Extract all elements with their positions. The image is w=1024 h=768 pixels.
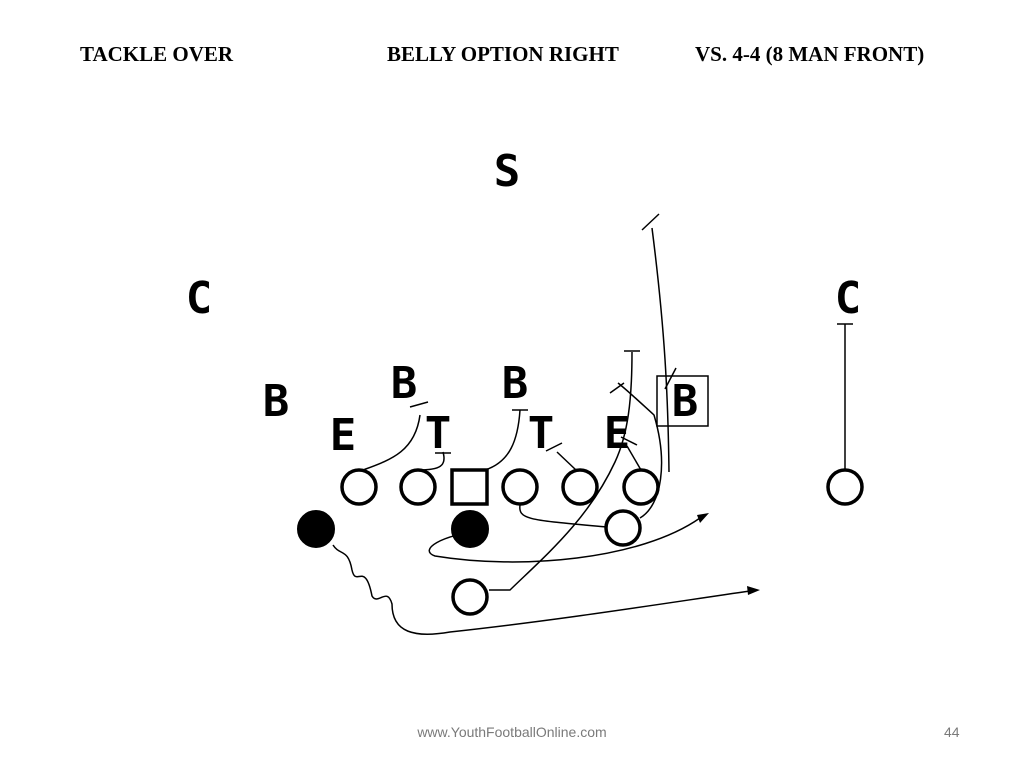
tailback-player (297, 510, 335, 548)
left-tackle-player (340, 468, 378, 506)
left-guard-player (399, 468, 437, 506)
opponent-title: VS. 4-4 (8 MAN FRONT) (695, 42, 925, 66)
fullback-lead-path (489, 351, 633, 591)
pull-path-right-guard (519, 504, 608, 528)
quarterback-player (451, 510, 489, 548)
outside-backer-left-label: B (263, 376, 290, 427)
lead-block-path (617, 382, 663, 519)
center-player (450, 468, 489, 506)
wingback-player (604, 509, 642, 547)
right-corner-label: C (835, 273, 862, 324)
ball-carrier-path (428, 517, 701, 563)
read-key-box (656, 375, 709, 427)
outside-backer-right-label: B (672, 376, 699, 427)
right-tackle-player (561, 468, 599, 506)
fullback-player (451, 578, 489, 616)
pitch-back-path (332, 544, 751, 635)
left-end-label: E (330, 410, 357, 461)
block-path-right-tackle (556, 451, 577, 471)
play-title: BELLY OPTION RIGHT (387, 42, 619, 66)
right-end-label: E (604, 408, 631, 459)
block-path-center (484, 409, 521, 471)
arrowhead-ball-carrier (697, 513, 709, 523)
block-mark-lead (609, 382, 625, 394)
block-path-right-end (626, 445, 642, 471)
page-number: 44 (944, 724, 960, 740)
right-tackle-label: T (528, 408, 555, 459)
block-mark-left-backer (409, 401, 429, 408)
footer-url: www.YouthFootballOnline.com (417, 724, 607, 740)
block-mark-safety (641, 213, 660, 231)
arrowhead-pitch-back (747, 586, 760, 595)
inside-backer-left-label: B (391, 358, 418, 409)
left-tackle-label: T (425, 408, 452, 459)
left-corner-label: C (186, 273, 213, 324)
safety-label: S (494, 146, 521, 197)
block-path-left-guard (362, 414, 421, 471)
block-mark-right-tackle (545, 442, 563, 452)
right-tackle-over-player (622, 468, 660, 506)
formation-title: TACKLE OVER (80, 42, 234, 66)
inside-backer-right-label: B (502, 358, 529, 409)
right-guard-player (501, 468, 539, 506)
release-path-tight-end (651, 227, 670, 473)
split-end-player (826, 468, 864, 506)
